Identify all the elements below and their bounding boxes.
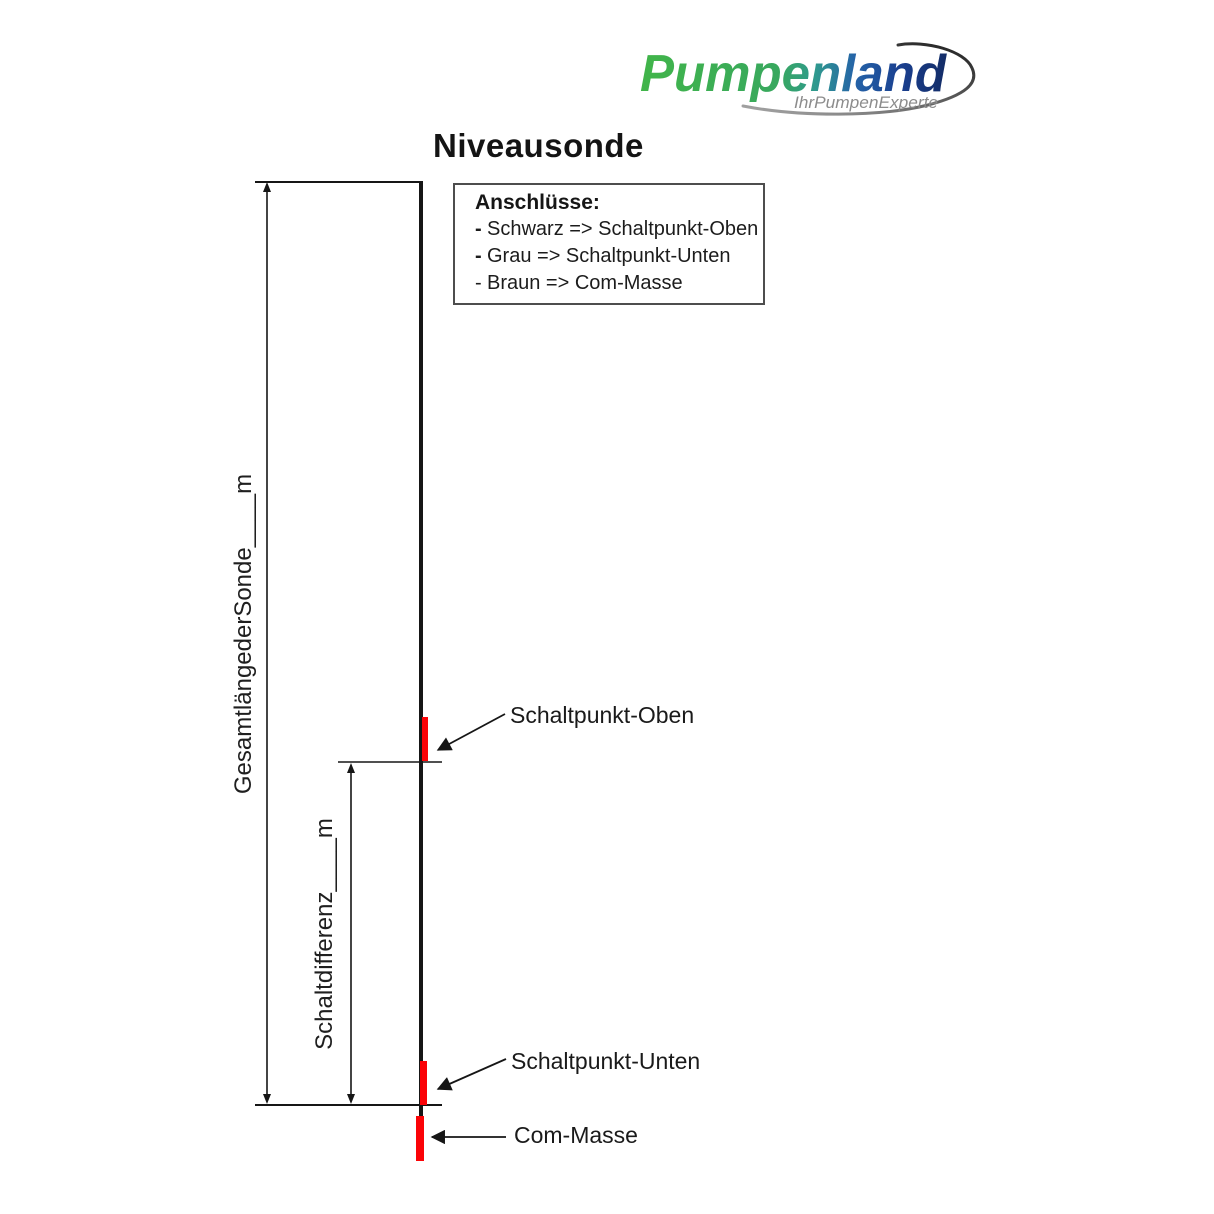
legend-bullet: - <box>475 218 482 240</box>
legend-item-text: Schwarz => Schaltpunkt-Oben <box>487 218 759 240</box>
arrow-up-icon <box>263 182 271 192</box>
legend-item-schwarz: - Schwarz => Schaltpunkt-Oben <box>475 216 759 243</box>
legend-item-text: Braun => Com-Masse <box>487 272 683 294</box>
schaltpunkt-unten-label: Schaltpunkt-Unten <box>511 1048 701 1074</box>
logo-swoosh <box>741 42 976 116</box>
arrow-up-icon <box>347 763 355 773</box>
legend-bullet: - <box>475 245 482 267</box>
pumpenland-logo: Pumpenland IhrPumpenExperte <box>640 42 976 116</box>
total-length-label: GesamtlängederSonde____m <box>230 473 257 795</box>
schaltpunkt-unten-mark <box>420 1061 427 1105</box>
page-title: Niveausonde <box>433 127 644 164</box>
brand-text: Pumpenland <box>640 45 947 103</box>
schaltpunkt-oben-arrow <box>436 713 506 751</box>
legend-item-braun: - Braun => Com-Masse <box>475 270 755 297</box>
schaltpunkt-unten-arrow <box>436 1058 507 1091</box>
arrow-down-icon <box>263 1094 271 1104</box>
legend-item-text: Grau => Schaltpunkt-Unten <box>487 245 731 267</box>
switch-difference-label: Schaltdifferenz____m <box>311 818 338 1050</box>
arrow-down-icon <box>347 1094 355 1104</box>
com-masse-mark <box>416 1116 424 1161</box>
legend-item-grau: - Grau => Schaltpunkt-Unten <box>475 243 755 270</box>
brand-tagline: IhrPumpenExperte <box>794 93 938 112</box>
schaltpunkt-oben-label: Schaltpunkt-Oben <box>510 702 695 728</box>
com-masse-label: Com-Masse <box>514 1122 638 1148</box>
schaltpunkt-oben-mark <box>422 717 428 761</box>
anschluesse-box: Anschlüsse: - Schwarz => Schaltpunkt-Obe… <box>453 183 765 305</box>
legend-title: Anschlüsse: <box>475 191 600 214</box>
legend-bullet: - <box>475 272 482 294</box>
